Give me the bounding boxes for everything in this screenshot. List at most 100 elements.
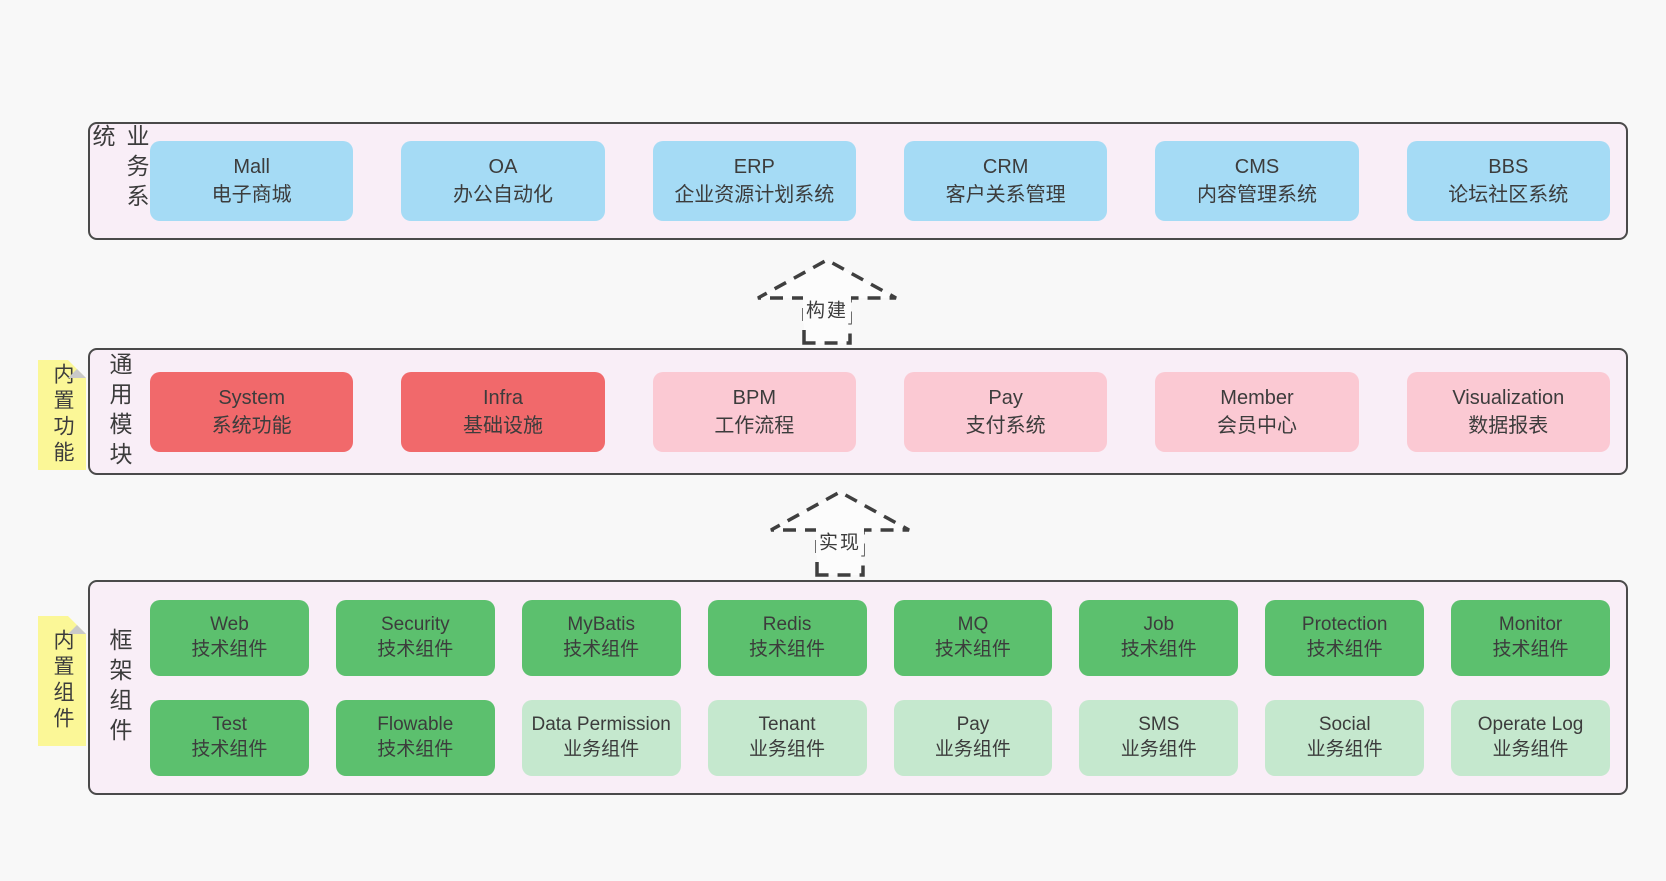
common-modules-row: System 系统功能 Infra 基础设施 BPM 工作流程 Pay 支付系统… <box>150 371 1610 452</box>
box-subtitle: 业务组件 <box>1492 738 1569 760</box>
box-title: Test <box>212 713 247 735</box>
business-systems-label: 业务系统 <box>89 124 149 214</box>
box-subtitle: 论坛社区系统 <box>1448 184 1569 206</box>
box-web: Web 技术组件 <box>150 599 309 676</box>
box-title: MQ <box>957 613 989 635</box>
box-subtitle: 办公自动化 <box>452 184 553 206</box>
box-title: Flowable <box>377 713 454 735</box>
box-title: Operate Log <box>1477 713 1584 735</box>
box-title: Visualization <box>1452 386 1565 409</box>
box-member: Member 会员中心 <box>1155 371 1359 452</box>
builtin-features-sticky: 内置功能 <box>38 360 86 470</box>
box-subtitle: 技术组件 <box>191 738 268 760</box>
box-oa: OA 办公自动化 <box>401 141 605 221</box>
common-modules-frame: 通用模块 System 系统功能 Infra 基础设施 BPM 工作流程 Pay… <box>88 348 1628 475</box>
box-redis: Redis 技术组件 <box>707 599 867 676</box>
box-subtitle: 技术组件 <box>1306 638 1383 660</box>
box-monitor: Monitor 技术组件 <box>1451 599 1610 676</box>
implement-arrow-label: 实现 <box>815 526 865 556</box>
box-mybatis: MyBatis 技术组件 <box>521 599 681 676</box>
box-subtitle: 工作流程 <box>714 414 795 437</box>
common-modules-label: 通用模块 <box>106 351 132 472</box>
box-subtitle: 业务组件 <box>1120 738 1197 760</box>
box-title: Social <box>1318 713 1371 735</box>
framework-components-row-1: Web 技术组件 Security 技术组件 MyBatis 技术组件 Redi… <box>150 599 1610 676</box>
box-bpm: BPM 工作流程 <box>652 371 856 452</box>
box-mall: Mall 电子商城 <box>150 141 354 221</box>
box-pay-component: Pay 业务组件 <box>893 699 1053 776</box>
box-title: BBS <box>1488 156 1529 178</box>
box-title: Data Permission <box>531 713 671 735</box>
box-subtitle: 技术组件 <box>1120 638 1197 660</box>
box-subtitle: 技术组件 <box>377 638 454 660</box>
box-flowable: Flowable 技术组件 <box>335 699 495 776</box>
framework-components-label: 框架组件 <box>106 627 132 748</box>
box-protection: Protection 技术组件 <box>1265 599 1425 676</box>
box-title: Job <box>1143 613 1175 635</box>
box-subtitle: 技术组件 <box>191 638 268 660</box>
box-title: System <box>218 386 285 409</box>
box-title: Pay <box>956 713 990 735</box>
box-title: BPM <box>732 386 776 409</box>
box-title: Security <box>380 613 450 635</box>
box-subtitle: 客户关系管理 <box>945 184 1066 206</box>
box-title: Infra <box>482 386 523 409</box>
box-subtitle: 业务组件 <box>1306 738 1383 760</box>
build-arrow: 构建 <box>752 254 902 346</box>
box-sms: SMS 业务组件 <box>1079 699 1239 776</box>
build-arrow-label: 构建 <box>802 294 852 324</box>
box-title: Tenant <box>758 713 816 735</box>
box-erp: ERP 企业资源计划系统 <box>652 141 856 221</box>
box-subtitle: 业务组件 <box>934 738 1011 760</box>
box-title: Pay <box>988 386 1023 409</box>
builtin-components-sticky: 内置组件 <box>38 616 86 746</box>
box-title: Monitor <box>1498 613 1563 635</box>
box-title: OA <box>488 156 518 178</box>
box-subtitle: 技术组件 <box>934 638 1011 660</box>
box-title: Redis <box>762 613 812 635</box>
box-operate-log: Operate Log 业务组件 <box>1451 699 1610 776</box>
box-data-permission: Data Permission 业务组件 <box>521 699 681 776</box>
box-subtitle: 技术组件 <box>749 638 826 660</box>
implement-arrow: 实现 <box>765 486 915 578</box>
framework-components-row-2: Test 技术组件 Flowable 技术组件 Data Permission … <box>150 699 1610 776</box>
box-subtitle: 业务组件 <box>749 738 826 760</box>
box-title: CRM <box>982 156 1029 178</box>
box-social: Social 业务组件 <box>1265 699 1425 776</box>
box-system: System 系统功能 <box>150 371 354 452</box>
box-test: Test 技术组件 <box>150 699 309 776</box>
box-title: Mall <box>233 156 270 178</box>
box-job: Job 技术组件 <box>1079 599 1239 676</box>
box-subtitle: 技术组件 <box>1492 638 1569 660</box>
box-tenant: Tenant 业务组件 <box>707 699 867 776</box>
box-title: CMS <box>1234 156 1280 178</box>
box-visualization: Visualization 数据报表 <box>1406 371 1610 452</box>
box-subtitle: 系统功能 <box>211 414 292 437</box>
box-mq: MQ 技术组件 <box>893 599 1053 676</box>
box-pay-module: Pay 支付系统 <box>903 371 1108 452</box>
box-crm: CRM 客户关系管理 <box>903 141 1108 221</box>
box-title: Web <box>210 613 249 635</box>
business-systems-row: Mall 电子商城 OA 办公自动化 ERP 企业资源计划系统 CRM 客户关系… <box>150 141 1610 221</box>
box-subtitle: 电子商城 <box>211 184 292 206</box>
box-cms: CMS 内容管理系统 <box>1155 141 1359 221</box>
box-subtitle: 内容管理系统 <box>1196 184 1317 206</box>
box-subtitle: 技术组件 <box>377 738 454 760</box>
box-title: Protection <box>1301 613 1388 635</box>
box-infra: Infra 基础设施 <box>401 371 605 452</box>
box-subtitle: 技术组件 <box>563 638 640 660</box>
box-subtitle: 基础设施 <box>462 414 543 437</box>
box-title: Member <box>1220 386 1294 409</box>
box-title: MyBatis <box>567 613 635 635</box>
box-title: SMS <box>1138 713 1180 735</box>
box-security: Security 技术组件 <box>335 599 495 676</box>
framework-components-frame: 框架组件 Web 技术组件 Security 技术组件 MyBatis 技术组件… <box>88 580 1628 795</box>
box-subtitle: 支付系统 <box>965 414 1046 437</box>
box-subtitle: 会员中心 <box>1216 414 1297 437</box>
box-subtitle: 企业资源计划系统 <box>674 184 835 206</box>
business-systems-frame: 业务系统 Mall 电子商城 OA 办公自动化 ERP 企业资源计划系统 CRM… <box>88 122 1628 240</box>
box-subtitle: 业务组件 <box>563 738 640 760</box>
box-title: ERP <box>733 156 775 178</box>
box-bbs: BBS 论坛社区系统 <box>1406 141 1610 221</box>
